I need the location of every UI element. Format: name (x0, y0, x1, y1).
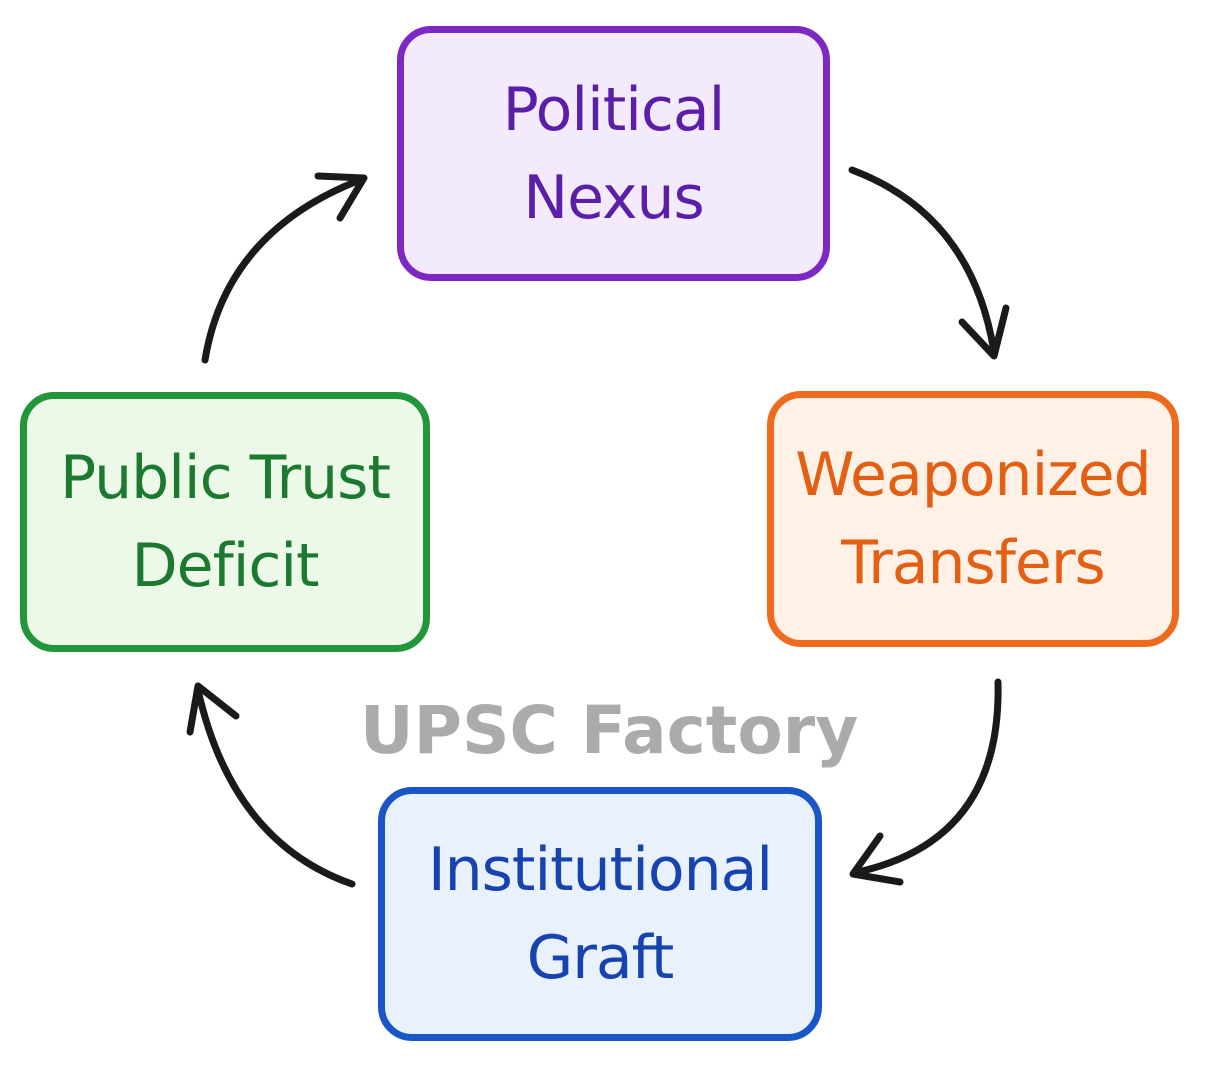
node-label-line-2: Graft (526, 923, 675, 993)
node-label-line-1: Public Trust (60, 443, 391, 513)
node-political-nexus: Political Nexus (397, 26, 830, 281)
arrowhead-public-to-political (314, 172, 368, 222)
node-label-line-2: Nexus (523, 162, 705, 233)
arrowhead-institutional-to-public (186, 682, 240, 736)
watermark: UPSC Factory (360, 692, 859, 769)
arrow-weaponized-to-institutional (854, 678, 1002, 876)
node-institutional-graft: Institutional Graft (378, 787, 822, 1041)
node-label-line-2: Transfers (841, 528, 1106, 598)
arrowhead-weaponized-to-institutional (849, 832, 904, 886)
arrow-institutional-to-public (194, 686, 356, 888)
node-label-line-1: Institutional (427, 835, 773, 905)
node-weaponized-transfers: Weaponized Transfers (767, 391, 1179, 647)
node-label-line-2: Deficit (131, 531, 319, 601)
arrow-public-to-political (201, 176, 364, 364)
node-public-trust-deficit: Public Trust Deficit (20, 392, 430, 652)
arrow-political-to-weaponized (848, 166, 998, 356)
arrowhead-political-to-weaponized (958, 304, 1010, 360)
node-label-line-1: Political (502, 74, 726, 145)
node-label-line-1: Weaponized (795, 440, 1151, 510)
